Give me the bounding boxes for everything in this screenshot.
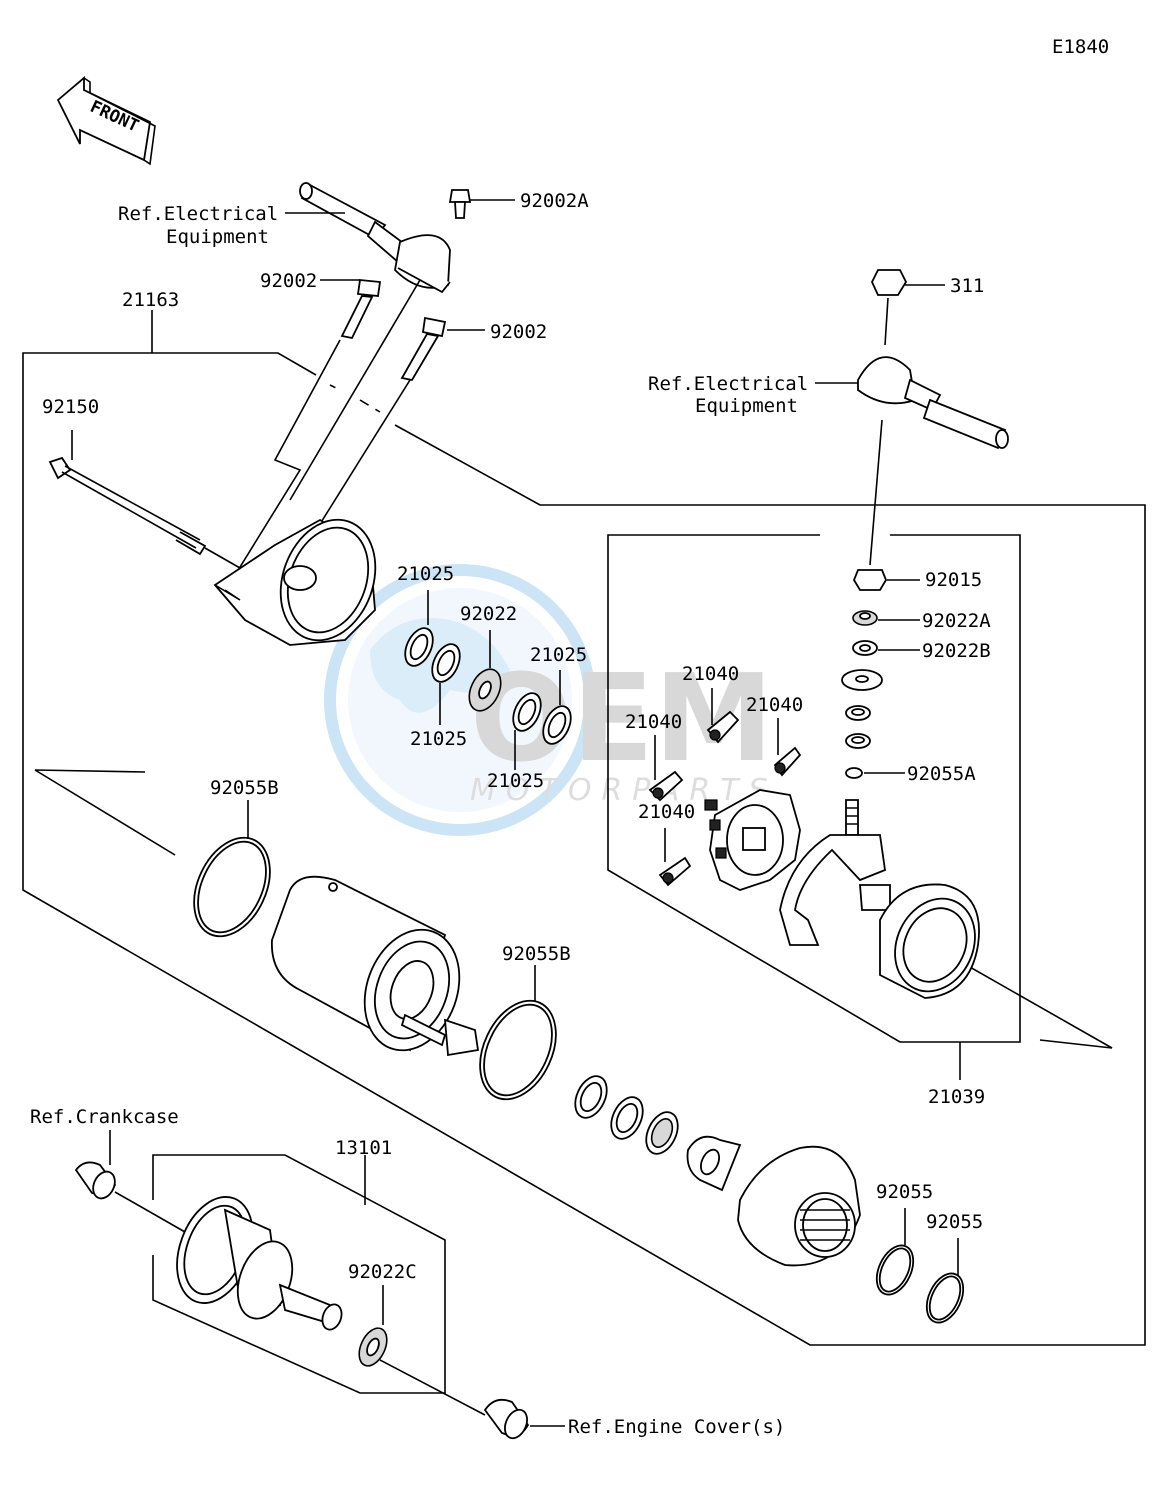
brush-spring-21040-b (773, 718, 802, 777)
oring-92055B-mid (479, 965, 557, 1101)
brush-plate (704, 789, 801, 891)
watermark-sub: MOTORPARTS (470, 773, 778, 808)
label-21040-c: 21040 (625, 711, 682, 733)
label-92055-b: 92055 (926, 1211, 983, 1233)
long-bolt-92150 (48, 430, 241, 569)
leader-bolt-mid (309, 379, 411, 541)
electrical-cable-right (815, 269, 1009, 566)
label-92015: 92015 (925, 569, 982, 591)
brush-spring-21040-c (648, 735, 684, 802)
label-311: 311 (950, 275, 984, 297)
label-92055B-mid: 92055B (502, 943, 571, 965)
bolt-92002A (448, 189, 515, 219)
nut-92015 (852, 569, 920, 591)
washer-92022B (852, 640, 920, 656)
label-21025-c: 21025 (410, 728, 467, 750)
oring-92055A (845, 767, 905, 779)
label-13101: 13101 (335, 1137, 392, 1159)
washer-92022C (358, 1285, 486, 1416)
bushing-crankcase (74, 1130, 186, 1233)
ref-electrical-2-line1: Ref.Electrical (648, 373, 808, 395)
oring-92055-a (875, 1208, 915, 1296)
ref-electrical-1-line2: Equipment (166, 226, 269, 248)
label-92022B: 92022B (922, 640, 991, 662)
ref-electrical-1-line1: Ref.Electrical (118, 203, 278, 225)
label-21040-d: 21040 (638, 801, 695, 823)
label-21039: 21039 (928, 1086, 985, 1108)
washer-21025-c (512, 692, 542, 770)
electrical-cable-top (285, 182, 451, 294)
oring-92055B-left (193, 800, 271, 938)
label-92055B-left: 92055B (210, 777, 279, 799)
ref-crankcase: Ref.Crankcase (30, 1106, 179, 1128)
label-21040-a: 21040 (682, 663, 739, 685)
label-92002-top: 92002 (260, 270, 317, 292)
front-arrow-icon: FRONT (56, 76, 156, 166)
ref-engine-cover: Ref.Engine Cover(s) (568, 1416, 785, 1438)
diagram-id: E1840 (1052, 36, 1109, 58)
label-21163: 21163 (122, 289, 179, 311)
ref-electrical-2-line2: Equipment (695, 395, 798, 417)
leader-cable (289, 279, 421, 501)
label-21040-b: 21040 (746, 694, 803, 716)
assembly-outline-13101 (152, 1154, 446, 1394)
starter-gear (176, 1196, 343, 1331)
terminal-brush-arm (779, 799, 891, 946)
washer-series (574, 1075, 742, 1192)
washer-92022A (852, 610, 920, 626)
assembly-outline-21163 (22, 310, 1146, 1346)
label-92002A: 92002A (520, 190, 589, 212)
label-21025-d: 21025 (487, 770, 544, 792)
starter-front-cover (737, 1145, 861, 1267)
brush-spring-21040-d (658, 828, 692, 887)
label-92022C: 92022C (348, 1261, 417, 1283)
bolt-92002-top (320, 279, 382, 340)
washer-21025-b (431, 643, 461, 725)
motor-yoke (271, 875, 480, 1057)
label-21025-b: 21025 (530, 644, 587, 666)
oring-92055-b (925, 1238, 965, 1324)
washer-92022 (468, 630, 502, 712)
starter-rear-cover (213, 518, 377, 646)
label-92150: 92150 (42, 396, 99, 418)
brush-spring-21040-a (706, 688, 740, 744)
label-92055A: 92055A (907, 763, 976, 785)
label-21025-a: 21025 (397, 563, 454, 585)
bolt-92002-mid (400, 316, 485, 382)
label-92055-a: 92055 (876, 1181, 933, 1203)
watermark: OEM MOTORPARTS (324, 564, 778, 836)
washer-stack (841, 669, 883, 749)
label-92002-mid: 92002 (490, 321, 547, 343)
label-92022A: 92022A (922, 610, 991, 632)
label-92022: 92022 (460, 603, 517, 625)
leader-bolt-top (231, 339, 341, 581)
bushing-engine-cover (483, 1398, 565, 1440)
brush-holder-ring (879, 883, 980, 999)
washer-21025-a (404, 590, 434, 667)
washer-21025-d (542, 670, 572, 745)
assembly-outline-21039 (607, 534, 1113, 1080)
